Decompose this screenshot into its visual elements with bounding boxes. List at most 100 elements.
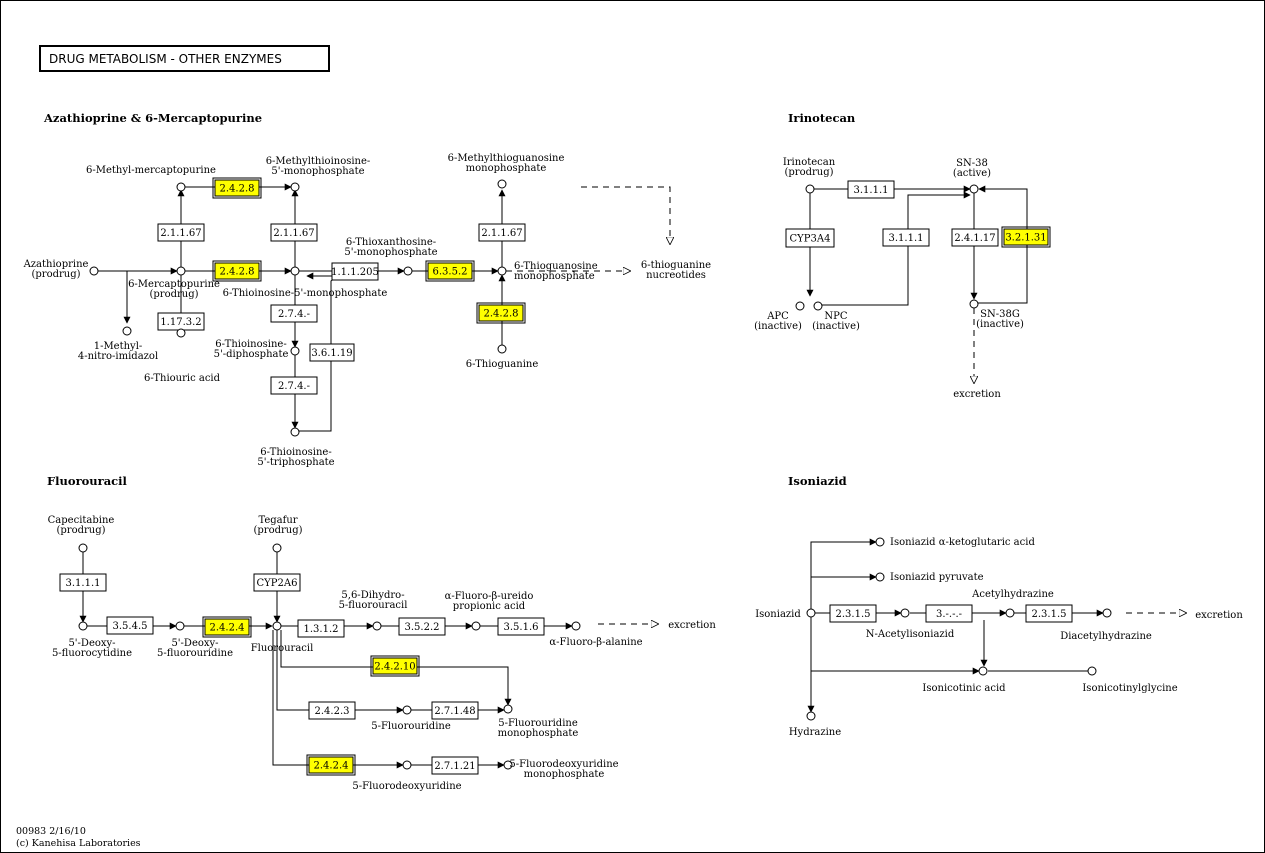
compound-node-capecitabine[interactable] bbox=[78, 543, 88, 553]
compound-npc[interactable]: NPC(inactive) bbox=[812, 301, 860, 332]
compound-tua[interactable]: 6-Thiouric acid bbox=[144, 328, 221, 384]
enzyme-box-2-4-2-8[interactable]: 2.4.2.8 bbox=[212, 260, 262, 282]
compound-node-diacetylhyd[interactable] bbox=[1102, 608, 1112, 618]
compound-dhfu[interactable]: 5,6-Dihydro-5-fluorouracil bbox=[339, 590, 408, 631]
compound-node-fudr[interactable] bbox=[402, 760, 412, 770]
compound-node-txmp[interactable] bbox=[403, 266, 413, 276]
compound-sn38[interactable]: SN-38(active) bbox=[953, 158, 991, 194]
enzyme-box-3-1-1-1[interactable]: 3.1.1.1 bbox=[847, 180, 895, 199]
compound-isonic[interactable]: Isonicotinic acid bbox=[922, 666, 1006, 694]
compound-node-acetyliso[interactable] bbox=[900, 608, 910, 618]
compound-node-irinotecan[interactable] bbox=[805, 184, 815, 194]
compound-diacetylhyd[interactable]: Diacetylhydrazine bbox=[1060, 608, 1152, 642]
enzyme-box-2-7-4-[interactable]: 2.7.4.- bbox=[270, 304, 318, 323]
compound-node-furd[interactable] bbox=[402, 705, 412, 715]
enzyme-box-CYP3A4[interactable]: CYP3A4 bbox=[785, 228, 835, 248]
compound-tidp[interactable]: 6-Thioinosine-5'-diphosphate bbox=[214, 339, 300, 360]
compound-apc[interactable]: APC(inactive) bbox=[754, 301, 805, 332]
compound-node-fluorouracil[interactable] bbox=[272, 621, 282, 631]
compound-fbal[interactable]: α-Fluoro-β-alanine bbox=[549, 621, 643, 648]
enzyme-box-2-4-1-17[interactable]: 2.4.1.17 bbox=[951, 228, 999, 247]
enzyme-box-2-7-1-21[interactable]: 2.7.1.21 bbox=[431, 756, 479, 775]
compound-nitro[interactable]: 1-Methyl-4-nitro-imidazol bbox=[78, 326, 158, 362]
compound-hydrazine[interactable]: Hydrazine bbox=[789, 711, 841, 738]
compound-txmp[interactable]: 6-Thioxanthosine-5'-monophosphate bbox=[344, 237, 438, 276]
enzyme-box-CYP2A6[interactable]: CYP2A6 bbox=[253, 573, 301, 592]
compound-node-sn38[interactable] bbox=[969, 184, 979, 194]
enzyme-box-2-4-2-8[interactable]: 2.4.2.8 bbox=[476, 302, 526, 324]
compound-node-mtgmp[interactable] bbox=[497, 179, 507, 189]
enzyme-box-2-1-1-67[interactable]: 2.1.1.67 bbox=[270, 223, 318, 242]
enzyme-box-1-1-1-205[interactable]: 1.1.1.205 bbox=[331, 262, 379, 281]
enzyme-box-2-4-2-4[interactable]: 2.4.2.4 bbox=[202, 616, 252, 638]
enzyme-box-1-17-3-2[interactable]: 1.17.3.2 bbox=[157, 312, 205, 331]
compound-node-fbal[interactable] bbox=[571, 621, 581, 631]
compound-isoniazid[interactable]: Isoniazid bbox=[755, 608, 816, 620]
compound-sn38g[interactable]: SN-38G(inactive) bbox=[969, 299, 1024, 330]
compound-irinotecan[interactable]: Irinotecan(prodrug) bbox=[783, 157, 836, 194]
compound-node-timp[interactable] bbox=[290, 266, 300, 276]
compound-node-tegafur[interactable] bbox=[272, 543, 282, 553]
compound-node-mtimp[interactable] bbox=[290, 182, 300, 192]
enzyme-box-2-1-1-67[interactable]: 2.1.1.67 bbox=[478, 223, 526, 242]
compound-node-dhfu[interactable] bbox=[372, 621, 382, 631]
compound-isonicgly[interactable]: Isonicotinylglycine bbox=[1082, 666, 1178, 694]
enzyme-box-2-3-1-5[interactable]: 2.3.1.5 bbox=[1025, 604, 1073, 623]
enzyme-box-2-4-2-10[interactable]: 2.4.2.10 bbox=[370, 655, 420, 677]
compound-node-isonicgly[interactable] bbox=[1087, 666, 1097, 676]
enzyme-box-2-4-2-3[interactable]: 2.4.2.3 bbox=[308, 701, 356, 720]
compound-node-fdump[interactable] bbox=[503, 760, 513, 770]
compound-node-tidp[interactable] bbox=[290, 346, 300, 356]
enzyme-box-2-3-1-5[interactable]: 2.3.1.5 bbox=[829, 604, 877, 623]
compound-node-hydrazine[interactable] bbox=[806, 711, 816, 721]
compound-node-fump[interactable] bbox=[503, 704, 513, 714]
enzyme-box-1-3-1-2[interactable]: 1.3.1.2 bbox=[297, 619, 345, 638]
enzyme-box-2-7-4-[interactable]: 2.7.4.- bbox=[270, 376, 318, 395]
enzyme-box-2-4-2-8[interactable]: 2.4.2.8 bbox=[212, 177, 262, 199]
compound-node-apc[interactable] bbox=[795, 301, 805, 311]
enzyme-box-3-1-1-1[interactable]: 3.1.1.1 bbox=[882, 228, 930, 247]
compound-node-tg[interactable] bbox=[497, 344, 507, 354]
compound-dfur[interactable]: 5'-Deoxy-5-fluorouridine bbox=[157, 621, 233, 659]
compound-furd[interactable]: 5-Fluorouridine bbox=[371, 705, 451, 732]
compound-tg[interactable]: 6-Thioguanine bbox=[466, 344, 539, 370]
enzyme-box-2-4-2-4[interactable]: 2.4.2.4 bbox=[306, 754, 356, 776]
compound-titp[interactable]: 6-Thioinosine-5'-triphosphate bbox=[257, 427, 335, 468]
compound-capecitabine[interactable]: Capecitabine(prodrug) bbox=[48, 515, 115, 553]
compound-mmp[interactable]: 6-Methyl-mercaptopurine bbox=[86, 165, 216, 192]
compound-excretion_iri[interactable]: excretion bbox=[953, 389, 1001, 400]
compound-node-azathioprine[interactable] bbox=[89, 266, 99, 276]
compound-node-iso_akg[interactable] bbox=[875, 537, 885, 547]
compound-node-dfur[interactable] bbox=[175, 621, 185, 631]
compound-dfcr[interactable]: 5'-Deoxy-5-fluorocytidine bbox=[52, 621, 132, 659]
compound-node-nitro[interactable] bbox=[122, 326, 132, 336]
compound-excretion_fu[interactable]: excretion bbox=[668, 620, 716, 631]
compound-node-acetylhyd[interactable] bbox=[1005, 608, 1015, 618]
enzyme-box-3-6-1-19[interactable]: 3.6.1.19 bbox=[309, 343, 355, 362]
enzyme-box-6-3-5-2[interactable]: 6.3.5.2 bbox=[425, 260, 475, 282]
compound-node-dfcr[interactable] bbox=[78, 621, 88, 631]
compound-fudr[interactable]: 5-Fluorodeoxyuridine bbox=[352, 760, 462, 792]
compound-excretion_iso[interactable]: excretion bbox=[1195, 610, 1243, 621]
compound-iso_akg[interactable]: Isoniazid α-ketoglutaric acid bbox=[875, 537, 1035, 548]
compound-node-tgmp[interactable] bbox=[497, 266, 507, 276]
compound-node-mmp[interactable] bbox=[176, 182, 186, 192]
compound-node-iso_pyr[interactable] bbox=[875, 572, 885, 582]
enzyme-box-3-5-1-6[interactable]: 3.5.1.6 bbox=[497, 617, 545, 636]
compound-node-mp6[interactable] bbox=[176, 266, 186, 276]
compound-node-isonic[interactable] bbox=[978, 666, 988, 676]
enzyme-box-3-5-4-5[interactable]: 3.5.4.5 bbox=[106, 616, 154, 635]
compound-timp[interactable]: 6-Thioinosine-5'-monophosphate bbox=[223, 266, 388, 299]
enzyme-box-3-1-1-1[interactable]: 3.1.1.1 bbox=[59, 573, 107, 592]
compound-fluorouracil[interactable]: Fluorouracil bbox=[251, 621, 314, 654]
compound-node-tua[interactable] bbox=[176, 328, 186, 338]
compound-node-npc[interactable] bbox=[813, 301, 823, 311]
compound-azathioprine[interactable]: Azathioprine(prodrug) bbox=[23, 259, 99, 280]
compound-node-sn38g[interactable] bbox=[969, 299, 979, 309]
